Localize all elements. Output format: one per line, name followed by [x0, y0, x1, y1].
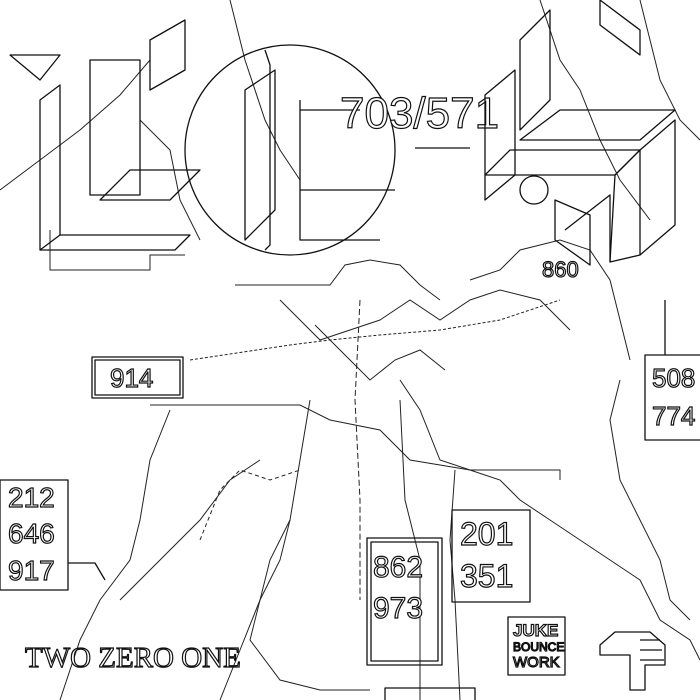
- juke-bounce-work-logo: JUKE BOUNCE WORK: [507, 616, 566, 676]
- sign-508-774: 508 774: [644, 300, 700, 441]
- album-title: TWO ZERO ONE: [25, 642, 241, 674]
- isometric-cubes: 860: [484, 0, 676, 283]
- svg-text:351: 351: [460, 558, 513, 594]
- circle-emblem: 703/571: [184, 44, 500, 256]
- svg-text:201: 201: [460, 516, 513, 552]
- svg-text:973: 973: [373, 592, 423, 625]
- sign-212-646-917: 212 646 917: [0, 479, 106, 591]
- partial-sign: [384, 687, 476, 700]
- svg-text:862: 862: [373, 551, 423, 584]
- circle-code-text: 703/571: [340, 89, 499, 138]
- svg-text:508: 508: [652, 363, 695, 393]
- svg-text:774: 774: [652, 401, 695, 431]
- svg-text:914: 914: [110, 363, 153, 393]
- svg-text:JUKE: JUKE: [513, 621, 558, 640]
- brand-logo: [599, 631, 666, 691]
- svg-text:BOUNCE: BOUNCE: [513, 640, 564, 654]
- svg-text:WORK: WORK: [513, 654, 560, 671]
- svg-text:646: 646: [8, 518, 55, 549]
- svg-text:917: 917: [8, 555, 55, 586]
- geometric-letter-l: [9, 19, 201, 251]
- sign-862-973: 862 973: [366, 537, 443, 666]
- sign-914: 914: [91, 356, 184, 399]
- svg-text:212: 212: [8, 482, 55, 513]
- cube-code-text: 860: [542, 257, 579, 282]
- sign-201-351: 201 351: [451, 509, 531, 603]
